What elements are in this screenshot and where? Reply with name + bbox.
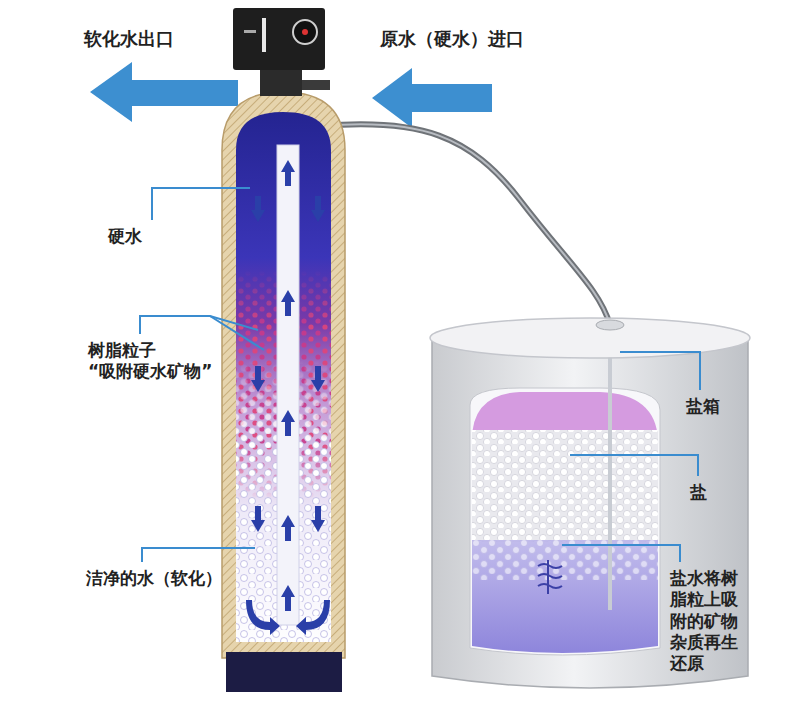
hose-fitting <box>596 320 624 330</box>
valve-dial <box>293 20 317 44</box>
leader-line <box>140 188 700 562</box>
valve-dial <box>302 29 308 35</box>
tank-window <box>470 388 660 655</box>
inlet-label: 原水（硬水）进口 <box>380 28 524 51</box>
inlet-arrow <box>372 68 492 128</box>
brine-hose <box>322 124 610 325</box>
callout-label: 树脂粒子 “吸附硬水矿物” <box>88 340 212 383</box>
callout-label: 盐水将树脂粒上吸附的矿物杂质再生还原 <box>670 568 741 674</box>
valve-port <box>302 80 330 90</box>
callout-label: 盐 <box>690 482 707 503</box>
outlet-arrow <box>90 62 238 122</box>
outlet-label: 软化水出口 <box>84 28 174 51</box>
callout-label: 盐箱 <box>686 396 720 417</box>
tank-interior <box>230 105 340 650</box>
callout-label: 硬水 <box>108 226 142 247</box>
callout-label: 洁净的水（软化） <box>86 568 222 589</box>
riser-tube <box>277 145 299 625</box>
brine-waves <box>538 560 562 594</box>
control-valve <box>233 8 325 70</box>
flow-arrows <box>246 160 330 635</box>
valve-mark <box>244 30 256 33</box>
brine-lid <box>430 318 750 358</box>
tank-base <box>226 652 342 692</box>
brine-hose <box>322 124 610 325</box>
brine-water <box>472 540 658 653</box>
valve-slot <box>262 18 266 52</box>
brine-tube <box>608 325 612 610</box>
valve-neck <box>260 66 302 96</box>
brine-tank <box>432 340 748 688</box>
salt-pebbles <box>472 430 658 542</box>
resin-tank <box>222 92 345 658</box>
